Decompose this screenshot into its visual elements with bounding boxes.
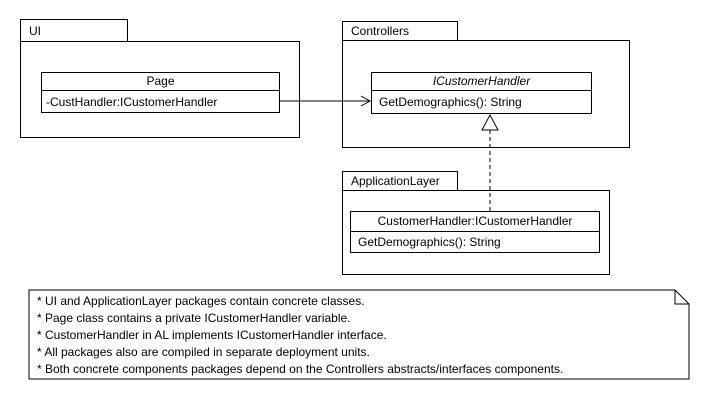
class-page-attribute: -CustHandler:ICustomerHandler: [46, 95, 218, 109]
note-line: * CustomerHandler in AL implements ICust…: [37, 328, 387, 342]
package-ui-tab: UI: [20, 19, 128, 41]
package-controllers-tab: Controllers: [342, 21, 458, 40]
note-line: * All packages also are compiled in sepa…: [37, 345, 370, 359]
interface-icustomerhandler-method: GetDemographics(): String: [379, 95, 522, 109]
interface-icustomerhandler: ICustomerHandler GetDemographics(): Stri…: [371, 72, 592, 114]
package-applicationlayer-label: ApplicationLayer: [351, 174, 440, 188]
class-customerhandler: CustomerHandler:ICustomerHandler GetDemo…: [350, 211, 600, 253]
note-line: * Both concrete components packages depe…: [37, 362, 564, 376]
class-page-name: Page: [42, 73, 279, 91]
class-customerhandler-name: CustomerHandler:ICustomerHandler: [351, 212, 599, 232]
class-customerhandler-method: GetDemographics(): String: [358, 235, 501, 249]
note-line: * Page class contains a private ICustome…: [37, 311, 351, 325]
interface-icustomerhandler-name: ICustomerHandler: [372, 73, 591, 91]
package-ui-label: UI: [29, 23, 41, 38]
class-page: Page -CustHandler:ICustomerHandler: [41, 72, 280, 113]
note-text: * UI and ApplicationLayer packages conta…: [37, 293, 682, 378]
package-controllers-label: Controllers: [351, 24, 410, 38]
note-line: * UI and ApplicationLayer packages conta…: [37, 294, 365, 308]
package-applicationlayer-tab: ApplicationLayer: [342, 171, 458, 190]
